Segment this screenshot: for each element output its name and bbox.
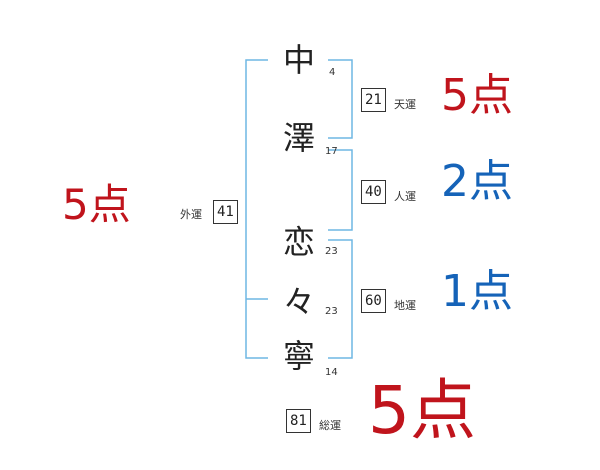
- chiun-value-box: 60: [361, 289, 386, 313]
- stroke-count-3: 23: [325, 246, 338, 257]
- name-char-4: 々: [282, 283, 315, 321]
- stroke-count-5: 14: [325, 367, 338, 378]
- jinun-bracket: [328, 149, 353, 231]
- chiun-bracket: [328, 239, 353, 359]
- jinun-score: 2点: [441, 156, 513, 207]
- tenun-score: 5点: [441, 70, 513, 121]
- jinun-value-box: 40: [361, 180, 386, 204]
- name-char-2: 澤: [282, 119, 315, 157]
- gaiun-bracket: [245, 59, 268, 359]
- stroke-count-2: 17: [325, 146, 338, 157]
- jinun-label: 人運: [394, 190, 416, 203]
- tenun-label: 天運: [394, 98, 416, 111]
- name-char-1: 中: [282, 41, 315, 79]
- gaiun-value-box: 41: [213, 200, 238, 224]
- stroke-count-4: 23: [325, 306, 338, 317]
- souun-score: 5点: [368, 372, 476, 449]
- name-char-5: 寧: [282, 337, 315, 375]
- gaiun-score: 5点: [62, 180, 131, 229]
- stroke-count-1: 4: [329, 67, 336, 78]
- tenun-value-box: 21: [361, 88, 386, 112]
- name-char-3: 恋: [282, 223, 315, 261]
- tenun-bracket: [328, 59, 353, 139]
- souun-label: 総運: [319, 419, 341, 432]
- souun-value-box: 81: [286, 409, 311, 433]
- chiun-score: 1点: [441, 266, 513, 317]
- gaiun-label: 外運: [180, 208, 202, 221]
- chiun-label: 地運: [394, 299, 416, 312]
